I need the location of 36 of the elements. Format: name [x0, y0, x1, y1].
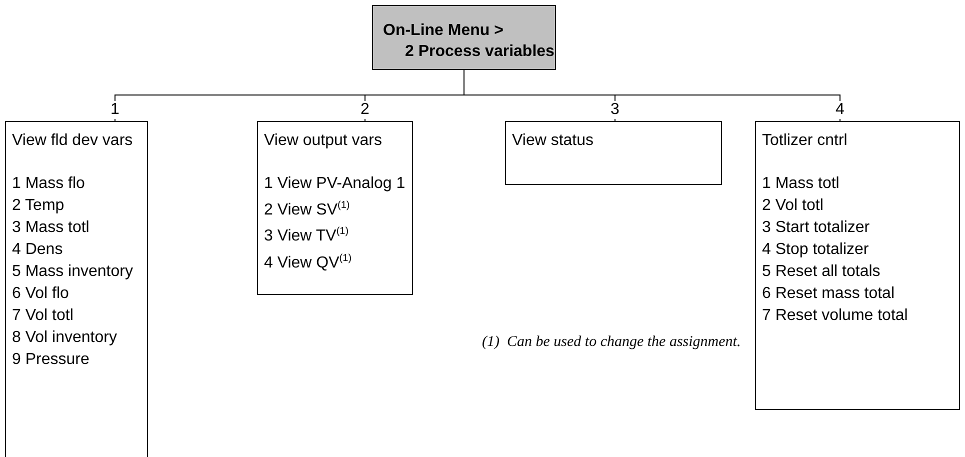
- menu-item: 2 Vol totl: [762, 196, 824, 216]
- menu-item: 7 Reset volume total: [762, 306, 908, 326]
- edge-label: 1: [108, 101, 122, 119]
- menu-item: 2 View SV$^{(1)}$: [264, 199, 350, 220]
- menu-item: 6 Reset mass total: [762, 284, 894, 304]
- edge-label: 4: [834, 101, 846, 119]
- menu-item: 3 View TV$^{(1)}$: [264, 225, 349, 247]
- submenu-box: [755, 121, 960, 410]
- menu-item: 5 Mass inventory: [12, 262, 133, 282]
- menu-item: 7 Vol totl: [12, 306, 74, 326]
- menu-item: 4 View QV$^{(1)}$: [264, 252, 352, 273]
- menu-item: 4 Stop totalizer: [762, 240, 869, 260]
- menu-item: 5 Reset all totals: [762, 262, 880, 282]
- menu-item: 3 Mass totl: [12, 218, 90, 238]
- menu-item: 4 Dens: [12, 240, 63, 260]
- menu-item: 1 Mass totl: [762, 174, 840, 194]
- menu-item: 9 Pressure: [12, 350, 90, 370]
- submenu-heading: View fld dev vars: [12, 131, 133, 151]
- submenu-heading: View output vars: [264, 131, 382, 151]
- submenu-box: [5, 121, 148, 457]
- menu-title: 2 Process variables: [404, 42, 554, 62]
- menu-box: [372, 5, 556, 70]
- menu-item: 6 Vol flo: [12, 284, 69, 304]
- menu-item: 2 Temp: [12, 196, 64, 216]
- menu-item: 1 Mass flo: [12, 174, 85, 194]
- submenu-heading: View status: [512, 131, 594, 151]
- submenu-heading: Totlizer cntrl: [762, 131, 848, 151]
- edge-label: 3: [608, 101, 622, 119]
- menu-item: 3 Start totalizer: [762, 218, 870, 238]
- footnote: (1) Can be used to change the assignment.: [482, 334, 741, 351]
- edge-label: 2: [358, 101, 372, 119]
- menu-item: 1 View PV-Analog 1: [264, 174, 406, 194]
- menu-title: On-Line Menu >: [383, 21, 504, 41]
- submenu-box: [257, 121, 413, 295]
- submenu-box: [505, 121, 722, 185]
- menu-item: 8 Vol inventory: [12, 328, 117, 348]
